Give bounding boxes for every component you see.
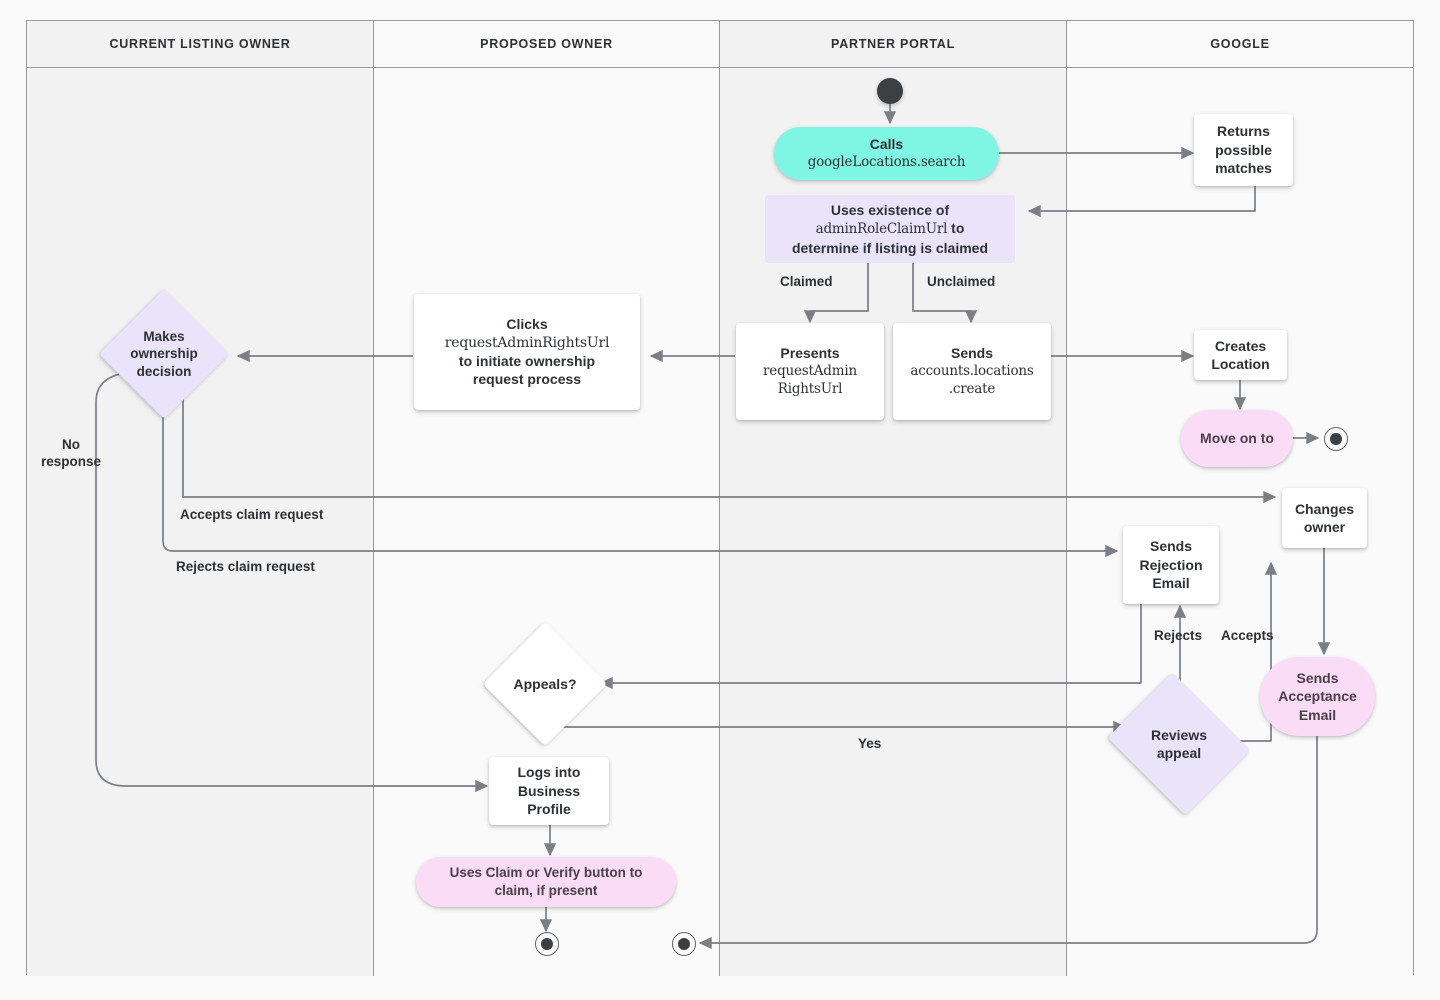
lane-title: PARTNER PORTAL	[831, 37, 955, 51]
node-line-1: Sends	[950, 345, 993, 362]
node-line-2-code: adminRoleClaimUrl	[815, 221, 948, 238]
node-appeals-decision[interactable]: Appeals?	[482, 621, 608, 747]
end-terminal-google	[1324, 427, 1348, 451]
node-line-1: Presents	[780, 345, 840, 362]
node-move-on-to[interactable]: Move on to	[1181, 410, 1293, 467]
node-label: Reviews appeal	[1150, 726, 1208, 761]
node-clicks-request-admin-rights-url[interactable]: Clicks requestAdminRightsUrl to initiate…	[414, 294, 640, 410]
node-calls-google-locations-search[interactable]: Calls googleLocations.search	[774, 127, 999, 180]
end-terminal-proposed-owner-left	[535, 932, 559, 956]
edge-label-rejects-claim-request: Rejects claim request	[176, 559, 315, 574]
start-terminal	[877, 78, 903, 104]
edge-label-unclaimed: Unclaimed	[927, 274, 996, 289]
node-line-2: claim, if present	[494, 883, 598, 898]
lane-current-listing-owner: CURRENT LISTING OWNER	[27, 21, 374, 976]
node-line-2: requestAdmin	[763, 362, 857, 379]
lane-proposed-owner: PROPOSED OWNER	[374, 21, 720, 976]
lane-title: PROPOSED OWNER	[480, 37, 613, 51]
node-line-3: RightsUrl	[777, 380, 843, 397]
node-line-3: to initiate ownership	[458, 353, 596, 369]
edge-label-rejects: Rejects	[1154, 628, 1203, 643]
node-line-2-tail: to	[947, 220, 965, 237]
lane-title: CURRENT LISTING OWNER	[109, 37, 291, 51]
node-line-4: request process	[472, 371, 582, 388]
node-line-3: determine if listing is claimed	[791, 239, 989, 256]
edge-label-claimed: Claimed	[780, 274, 833, 289]
node-line-1: Uses Claim or Verify button to	[449, 865, 643, 881]
lane-title: GOOGLE	[1210, 37, 1270, 51]
node-uses-existence-of-admin-role-claim-url[interactable]: Uses existence of adminRoleClaimUrl to d…	[765, 195, 1015, 263]
node-line-1: Clicks	[506, 316, 548, 333]
lane-header: CURRENT LISTING OWNER	[27, 21, 373, 68]
node-label: Makes ownership decision	[130, 328, 198, 379]
node-label: Returns possible matches	[1215, 123, 1272, 177]
node-line-2: googleLocations.search	[807, 153, 966, 170]
node-label: Appeals?	[513, 675, 577, 692]
edge-label-accepts: Accepts	[1221, 628, 1274, 643]
node-label: Changes owner	[1294, 500, 1355, 535]
node-line-1: Uses existence of	[830, 201, 950, 218]
lane-header: PROPOSED OWNER	[374, 21, 719, 68]
edge-label-no-response: No response	[41, 437, 102, 469]
node-line-2: requestAdminRightsUrl	[444, 334, 610, 351]
node-uses-claim-or-verify-button[interactable]: Uses Claim or Verify button to claim, if…	[416, 857, 676, 907]
lane-header: GOOGLE	[1067, 21, 1413, 68]
node-presents-request-admin-rights-url[interactable]: Presents requestAdmin RightsUrl	[736, 323, 884, 420]
node-label: Sends Acceptance Email	[1278, 669, 1357, 723]
node-label: Sends Rejection Email	[1139, 538, 1203, 592]
node-label: Creates Location	[1211, 337, 1270, 372]
node-sends-rejection-email[interactable]: Sends Rejection Email	[1123, 526, 1219, 604]
node-line-3: .create	[948, 380, 996, 397]
node-sends-accounts-locations-create[interactable]: Sends accounts.locations .create	[893, 323, 1051, 420]
node-label: Logs into Business Profile	[517, 764, 581, 818]
node-label: Move on to	[1200, 430, 1274, 447]
node-line-2: accounts.locations	[910, 362, 1034, 379]
node-line-1: Calls	[869, 136, 904, 153]
node-logs-into-business-profile[interactable]: Logs into Business Profile	[489, 757, 609, 825]
node-reviews-appeal-decision[interactable]: Reviews appeal	[1107, 672, 1251, 816]
end-terminal-proposed-owner-mid	[672, 932, 696, 956]
edge-label-accepts-claim-request: Accepts claim request	[180, 507, 324, 522]
node-changes-owner[interactable]: Changes owner	[1282, 488, 1367, 548]
node-creates-location[interactable]: Creates Location	[1194, 330, 1287, 380]
node-returns-possible-matches[interactable]: Returns possible matches	[1194, 114, 1293, 186]
node-makes-ownership-decision[interactable]: Makes ownership decision	[98, 288, 230, 420]
edge-label-yes: Yes	[858, 736, 882, 751]
lane-header: PARTNER PORTAL	[720, 21, 1066, 68]
node-sends-acceptance-email[interactable]: Sends Acceptance Email	[1260, 657, 1375, 736]
